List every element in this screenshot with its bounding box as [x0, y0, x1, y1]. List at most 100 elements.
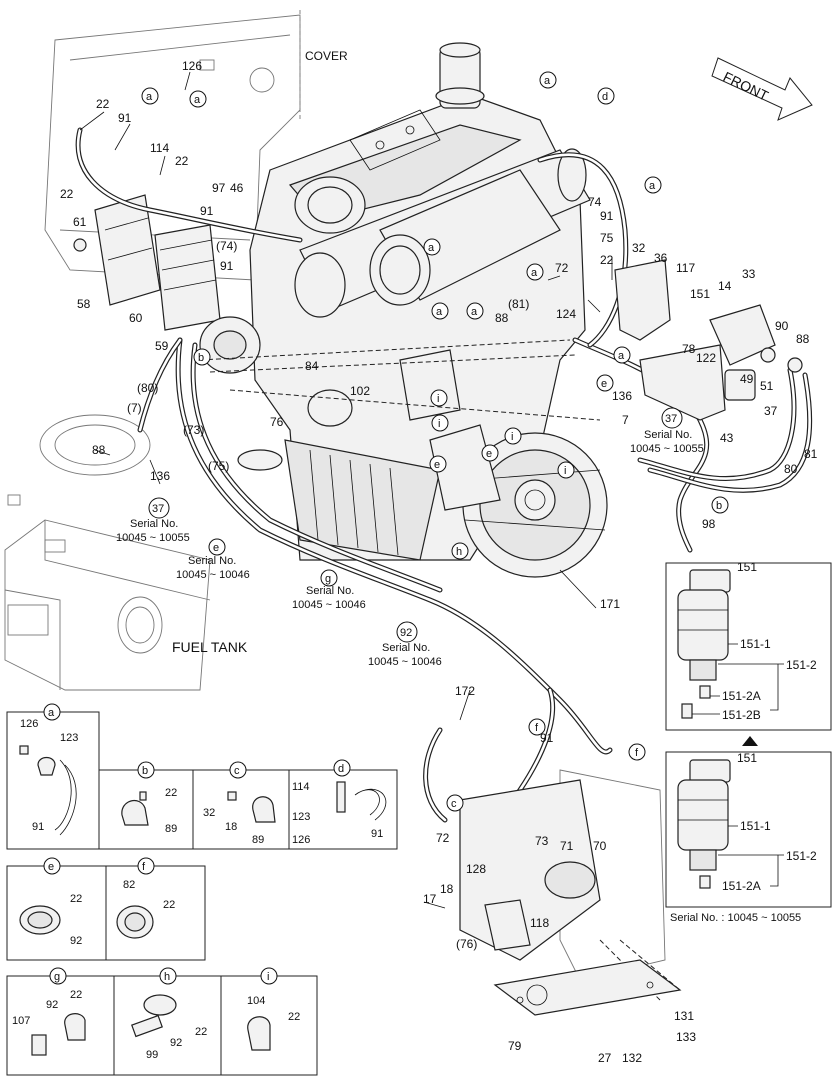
callout-136: 136 — [150, 469, 170, 483]
callout-92: 92 — [400, 627, 412, 639]
marker-a: a — [436, 306, 443, 318]
marker-i: i — [511, 431, 513, 443]
callout-88: 88 — [796, 332, 810, 346]
callout-114: 114 — [150, 141, 169, 155]
detail-h-letter: h — [164, 971, 170, 983]
callout-80p: (80) — [137, 381, 158, 395]
callout-22: 22 — [165, 787, 177, 799]
marker-a: a — [194, 94, 201, 106]
callout-81p: (81) — [508, 297, 529, 311]
detail-f-letter: f — [142, 861, 146, 873]
callout-151-2a: 151-2A — [722, 689, 761, 703]
detail-b-letter: b — [142, 765, 148, 777]
serial-no-label: Serial No. — [306, 585, 354, 597]
callout-88: 88 — [92, 443, 106, 457]
serial-no-label: Serial No. — [382, 642, 430, 654]
callout-61: 61 — [73, 215, 87, 229]
marker-i: i — [437, 393, 439, 405]
callout-88: 88 — [495, 311, 509, 325]
callout-123: 123 — [60, 732, 78, 744]
callout-22: 22 — [288, 1011, 300, 1023]
callout-22: 22 — [70, 893, 82, 905]
callout-37: 37 — [152, 503, 164, 515]
callout-102: 102 — [350, 384, 370, 398]
callout-59: 59 — [155, 339, 169, 353]
filter-detail-lower: 151 151-1 151-2 151-2A — [665, 751, 832, 908]
callout-114: 114 — [292, 781, 310, 793]
callout-90: 90 — [775, 319, 789, 333]
marker-e: e — [486, 448, 492, 460]
marker-h: h — [456, 546, 462, 558]
callout-72: 72 — [436, 831, 450, 845]
filter-detail-upper: 151 151-1 151-2 151-2A 151-2B — [665, 560, 832, 731]
callout-91: 91 — [220, 259, 234, 273]
detail-i-letter: i — [267, 971, 269, 983]
callout-131: 131 — [674, 1009, 694, 1023]
letter-markers: a a a d a a a a a a b e i i i e e i b h … — [79, 71, 729, 909]
callout-27: 27 — [598, 1051, 612, 1065]
callout-7p: (7) — [127, 401, 142, 415]
callout-91: 91 — [371, 828, 383, 840]
marker-f: f — [635, 747, 639, 759]
callout-76p: (76) — [456, 937, 477, 951]
callout-91: 91 — [600, 209, 614, 223]
callout-91: 91 — [118, 111, 132, 125]
callout-14: 14 — [718, 279, 732, 293]
callout-22: 22 — [70, 989, 82, 1001]
callout-151-2b: 151-2B — [722, 708, 761, 722]
marker-a: a — [618, 350, 625, 362]
callout-80: 80 — [784, 462, 798, 476]
callout-32: 32 — [632, 241, 646, 255]
marker-e: e — [601, 378, 607, 390]
detail-a-letter: a — [48, 707, 55, 719]
serial-no-label: Serial No. — [130, 518, 178, 530]
callout-51: 51 — [760, 379, 774, 393]
callout-74p: (74) — [216, 239, 237, 253]
callout-133: 133 — [676, 1030, 696, 1044]
callout-81: 81 — [804, 447, 818, 461]
callout-22: 22 — [195, 1026, 207, 1038]
marker-a: a — [428, 242, 435, 254]
marker-e: e — [213, 542, 219, 554]
callout-151-1: 151-1 — [740, 637, 771, 651]
marker-g: g — [325, 573, 331, 585]
marker-a: a — [146, 91, 153, 103]
callout-75: 75 — [600, 231, 614, 245]
marker-a: a — [649, 180, 656, 192]
serial-range: 10045 ~ 10046 — [292, 599, 366, 611]
callout-92: 92 — [170, 1037, 182, 1049]
serial-range: 10045 ~ 10046 — [368, 656, 442, 668]
detail-g-letter: g — [54, 971, 60, 983]
main-callouts: 126 22 91 114 22 97 46 22 91 61 (74) 91 … — [60, 59, 818, 1065]
callout-84: 84 — [305, 359, 319, 373]
callout-37: 37 — [764, 404, 778, 418]
callout-151-1: 151-1 — [740, 819, 771, 833]
callout-126: 126 — [20, 718, 38, 730]
callout-70: 70 — [593, 839, 607, 853]
marker-a: a — [531, 267, 538, 279]
callout-49: 49 — [740, 372, 754, 386]
marker-i: i — [438, 418, 440, 430]
callout-22: 22 — [60, 187, 74, 201]
marker-i: i — [564, 465, 566, 477]
callout-43: 43 — [720, 431, 734, 445]
callout-18: 18 — [440, 882, 454, 896]
callout-89: 89 — [165, 823, 177, 835]
serial-range: 10045 ~ 10055 — [630, 443, 704, 455]
callout-151-2: 151-2 — [786, 849, 817, 863]
serial-notes: 37 Serial No. 10045 ~ 10055 Serial No. 1… — [116, 407, 704, 668]
callout-151-2: 151-2 — [786, 658, 817, 672]
callout-171: 171 — [600, 597, 620, 611]
callout-92: 92 — [46, 999, 58, 1011]
serial-no-label: Serial No. — [644, 429, 692, 441]
callout-98: 98 — [702, 517, 716, 531]
serial-footer: Serial No. : 10045 ~ 10055 — [670, 912, 801, 924]
callout-73p: (73) — [183, 423, 204, 437]
callout-151: 151 — [737, 560, 757, 574]
callout-18: 18 — [225, 821, 237, 833]
callout-22: 22 — [163, 899, 175, 911]
callout-91: 91 — [540, 731, 554, 745]
callout-79: 79 — [508, 1039, 522, 1053]
detail-e-letter: e — [48, 861, 54, 873]
